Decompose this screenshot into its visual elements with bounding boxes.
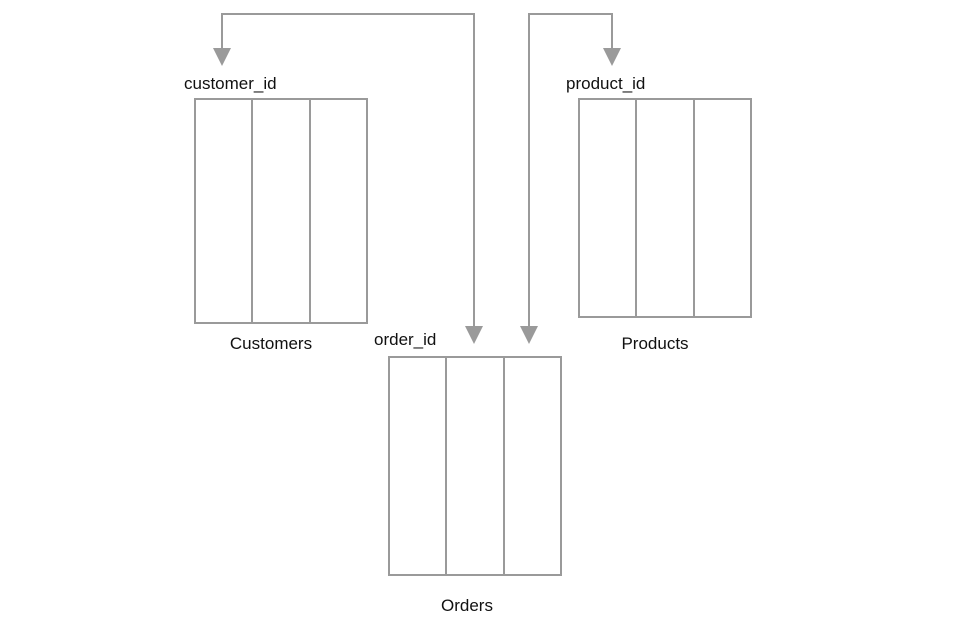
orders-table [388, 356, 562, 576]
arrowhead-orders-right [520, 326, 538, 344]
customers-table-label: Customers [229, 334, 313, 353]
orders-column [505, 358, 560, 574]
orders-key-label: order_id [374, 330, 437, 349]
connector-orders-products [528, 13, 613, 330]
customers-column [253, 100, 311, 322]
orders-column [447, 358, 505, 574]
orders-table-label: Orders [441, 596, 493, 615]
products-table [578, 98, 752, 318]
customers-table [194, 98, 368, 324]
orders-column [390, 358, 448, 574]
products-table-label: Products [621, 334, 689, 353]
connector-orders-customers [221, 13, 475, 330]
products-column [580, 100, 638, 316]
arrowhead-orders-left [465, 326, 483, 344]
products-column [637, 100, 695, 316]
products-column [695, 100, 750, 316]
arrowhead-products [603, 48, 621, 66]
products-key-label: product_id [566, 74, 646, 93]
arrowhead-customers [213, 48, 231, 66]
customers-column [196, 100, 254, 322]
customers-column [311, 100, 366, 322]
customers-key-label: customer_id [184, 74, 277, 93]
